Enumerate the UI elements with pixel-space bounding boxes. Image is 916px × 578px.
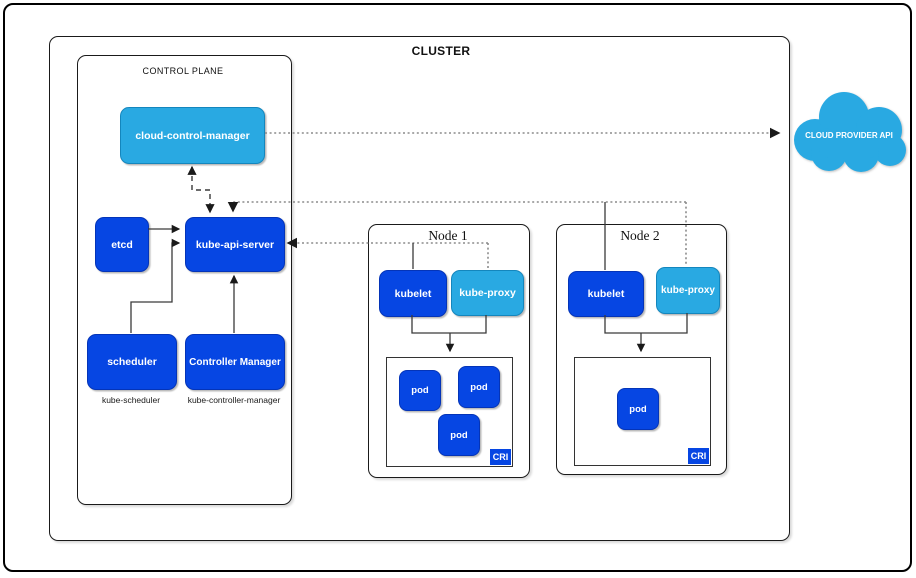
node2-title: Node 2 [620, 228, 660, 243]
node1-kubelet-box: kubelet [379, 270, 447, 317]
scheduler-box: scheduler [87, 334, 177, 390]
kube-controller-manager-caption: kube-controller-manager [187, 395, 281, 405]
node2-kubelet-box: kubelet [568, 271, 644, 317]
node2-pod-1: pod [617, 388, 659, 430]
controller-manager-box: Controller Manager [185, 334, 285, 390]
cloud-provider-api-label: CLOUD PROVIDER API [805, 131, 893, 140]
node1-pod-3: pod [438, 414, 480, 456]
node1-pod-1: pod [399, 370, 441, 411]
kube-scheduler-caption: kube-scheduler [101, 395, 161, 405]
node2-cri-tag: CRI [688, 448, 709, 464]
control-plane-box [77, 55, 292, 505]
cluster-label: CLUSTER [411, 44, 471, 58]
node1-title: Node 1 [428, 228, 468, 243]
cluster-box [49, 36, 790, 541]
diagram-outer-frame [3, 3, 912, 572]
etcd-box: etcd [95, 217, 149, 272]
cloud-control-manager-box: cloud-control-manager [120, 107, 265, 164]
node1-pod-2: pod [458, 366, 500, 408]
node1-cri-tag: CRI [490, 449, 511, 465]
node2-kube-proxy-box: kube-proxy [656, 267, 720, 314]
node1-kube-proxy-box: kube-proxy [451, 270, 524, 316]
cloud-provider-api-shape: CLOUD PROVIDER API [794, 92, 906, 172]
kube-api-server-box: kube-api-server [185, 217, 285, 272]
control-plane-label: CONTROL PLANE [142, 66, 224, 76]
node2-box [556, 224, 727, 475]
node1-box [368, 224, 530, 478]
